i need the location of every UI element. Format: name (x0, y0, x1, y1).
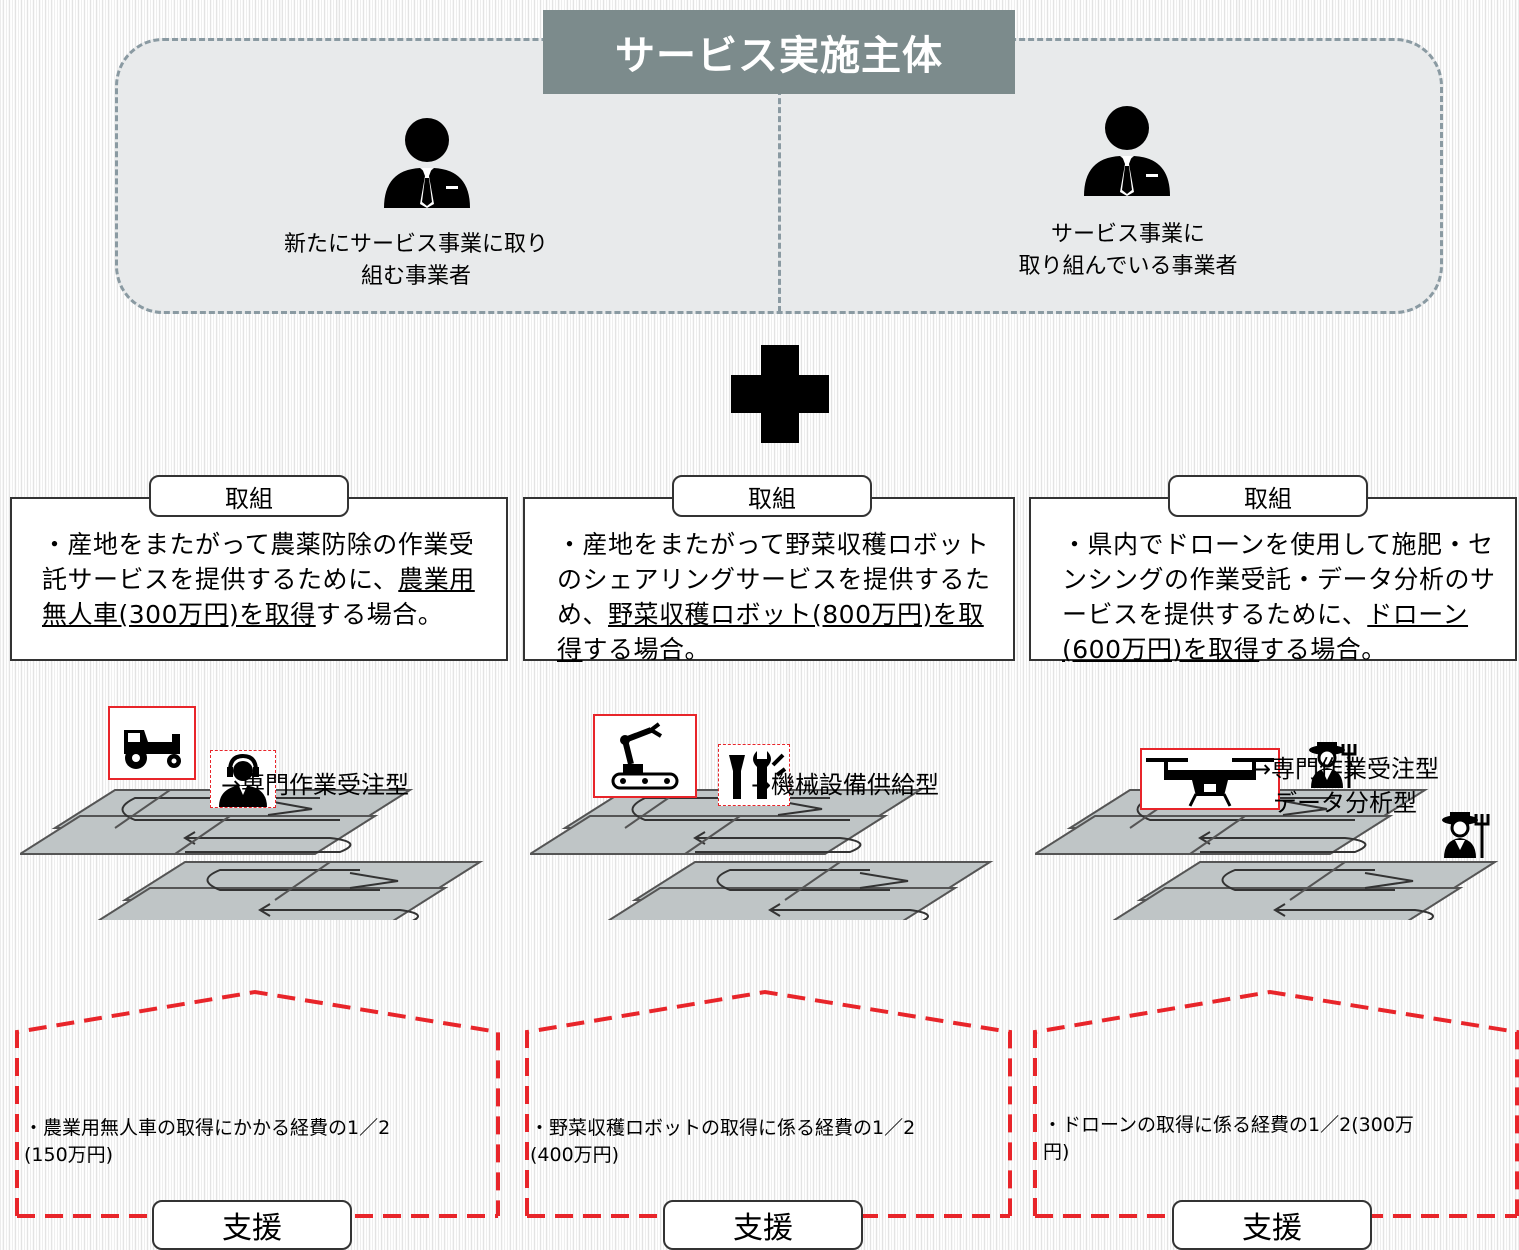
farmer-icon (1309, 742, 1357, 788)
support-frames (15, 989, 1519, 1218)
effort-description-3-tail: する場合。 (1259, 635, 1387, 664)
effort-description-2-underlined: 野菜収穫ロボット(800万円)を取得 (557, 600, 984, 664)
effort-description-1-underlined: 農業用無人車(300万円)を取得 (42, 565, 475, 629)
effort-tag-3: 取組 (1168, 475, 1368, 517)
support-tag-3: 支援 (1172, 1200, 1372, 1250)
effort-panel-1 (10, 497, 508, 661)
tractor-icon-frame (108, 706, 196, 780)
wrench-screwdriver-icon (729, 751, 787, 799)
robot-icon-frame (593, 714, 697, 798)
robot-arm-icon (611, 722, 679, 790)
effort-panel-3 (1029, 497, 1517, 661)
farmer-icon (1442, 812, 1490, 858)
new-provider-label: 新たにサービス事業に取り 組む事業者 (256, 229, 576, 293)
effort-description-2-tail: する場合。 (582, 635, 711, 664)
field-illustration-3 (1035, 789, 1499, 920)
drone-icon-frame (1140, 748, 1280, 810)
effort-tag-2: 取組 (672, 475, 872, 517)
effort-description-1: ・産地をまたがって農薬防除の作業受託サービスを提供するために、農業用無人車(30… (42, 527, 492, 632)
effort-description-2: ・産地をまたがって野菜収穫ロボットのシェアリングサービスを提供するため、野菜収穫… (557, 527, 1002, 667)
businessperson-icon (1084, 106, 1170, 196)
effort-type-2: →機械設備供給型 (680, 768, 1010, 802)
new-provider-label-line1: 新たにサービス事業に取り (283, 232, 548, 257)
headset-operator-icon (219, 753, 267, 807)
support-detail-2-line2: (400万円) (530, 1144, 620, 1166)
effort-type-3: →専門作業受注型 データ分析型 (1180, 752, 1510, 820)
support-detail-1-line1: ・農業用無人車の取得にかかる経費の1／2 (24, 1117, 391, 1139)
effort-description-3-underlined: ドローン(600万円)を取得 (1062, 600, 1469, 664)
effort-description-2-text: ・産地をまたがって野菜収穫ロボットのシェアリングサービスを提供するため、 (557, 530, 991, 629)
field-illustration-1 (20, 789, 484, 920)
tractor-icon (124, 730, 181, 769)
provider-divider (778, 80, 781, 312)
effort-type-1-line1: →専門作業受注型 (220, 771, 410, 799)
provider-title: サービス実施主体 (543, 10, 1015, 94)
field-illustration-2 (530, 789, 994, 920)
drone-icon (1146, 758, 1274, 807)
effort-type-2-line1: →機械設備供給型 (750, 771, 940, 799)
tools-icon-frame (718, 744, 790, 806)
new-provider-label-line2: 組む事業者 (360, 264, 471, 289)
effort-panel-2 (523, 497, 1015, 661)
support-detail-2: ・野菜収穫ロボットの取得に係る経費の1／2 (400万円) (530, 1115, 1000, 1169)
effort-description-3-text: ・県内でドローンを使用して施肥・センシングの作業受託・データ分析のサービスを提供… (1062, 530, 1496, 629)
plus-icon (731, 345, 829, 443)
businessperson-icon (384, 118, 470, 208)
support-tag-1: 支援 (152, 1200, 352, 1250)
existing-provider-label-line2: 取り組んでいる事業者 (1018, 254, 1238, 279)
support-tag-2: 支援 (663, 1200, 863, 1250)
effort-type-1: →専門作業受注型 (150, 768, 480, 802)
support-detail-3-line2: 円) (1043, 1141, 1070, 1163)
effort-type-3-line1: →専門作業受注型 (1250, 755, 1440, 783)
support-detail-1: ・農業用無人車の取得にかかる経費の1／2 (150万円) (24, 1115, 494, 1169)
support-detail-3-line1: ・ドローンの取得に係る経費の1／2(300万 (1043, 1114, 1414, 1136)
support-detail-3: ・ドローンの取得に係る経費の1／2(300万 円) (1043, 1112, 1513, 1166)
effort-tag-1: 取組 (149, 475, 349, 517)
effort-description-1-tail: する場合。 (315, 600, 444, 629)
existing-provider-label-line1: サービス事業に (1050, 222, 1205, 247)
operator-icon-frame (210, 750, 276, 808)
support-detail-1-line2: (150万円) (24, 1144, 114, 1166)
effort-type-3-line2: データ分析型 (1273, 789, 1417, 817)
effort-description-1-text: ・産地をまたがって農薬防除の作業受託サービスを提供するために、 (42, 530, 475, 594)
support-detail-2-line1: ・野菜収穫ロボットの取得に係る経費の1／2 (530, 1117, 916, 1139)
effort-description-3: ・県内でドローンを使用して施肥・センシングの作業受託・データ分析のサービスを提供… (1062, 527, 1504, 667)
existing-provider-label: サービス事業に 取り組んでいる事業者 (968, 219, 1288, 283)
